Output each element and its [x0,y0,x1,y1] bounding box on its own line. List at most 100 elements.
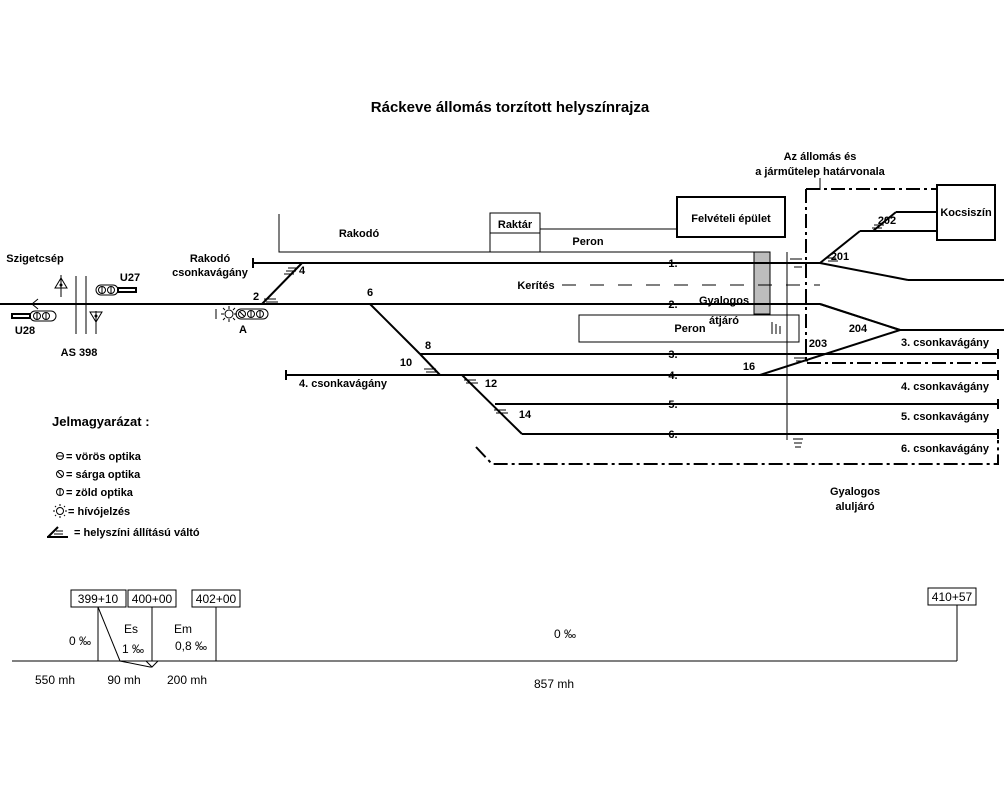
boundary-line-bottom [475,440,999,465]
gradient-3-value: 0,8 ‰ [175,639,207,653]
raktar-label: Raktár [498,219,533,231]
gyalogos-aluljaro-line-1: Gyalogos [830,486,880,498]
distant-signal-triangle-icon [54,275,68,297]
profile-slope-2 [145,660,159,668]
rakodo-csonka-line-2: csonkavágány [172,267,249,279]
siding-4-label: 4. csonkavágány [901,381,990,393]
call-signal-icon [53,504,67,518]
gradient-4-value: 0 ‰ [554,627,576,641]
rakodo-label: Rakodó [339,228,380,240]
gyalogos-aluljaro-line-2: aluljáró [835,501,874,513]
rakodo-platform-outline [278,214,754,253]
legend-item-red: = vörös optika [66,451,142,463]
switch-12-14-connection [461,374,523,435]
switch-marker-10 [424,368,438,373]
track-1-label: 1. [668,258,677,270]
switch-8-label: 8 [425,340,431,352]
legend-item-yellow: = sárga optika [66,469,141,481]
switch-12-label: 12 [485,378,497,390]
gradient-3-length: 200 mh [167,673,207,687]
gyalogos-atjaro-line-2: átjáró [709,315,739,327]
peron-top-label: Peron [572,236,603,248]
switch-4-label: 4 [299,265,306,277]
siding-6-label: 6. csonkavágány [901,443,990,455]
kocsiszin-label: Kocsiszín [940,207,992,219]
switch-202-label: 202 [878,215,896,227]
underpass-stairs-middle [771,322,781,334]
boundary-label-line-1: Az állomás és [784,151,857,163]
switch-2-label: 2 [253,291,259,303]
siding-4-left-label: 4. csonkavágány [299,378,388,390]
boundary-line-right [805,189,1000,364]
siding-5-label: 5. csonkavágány [901,411,990,423]
u27-label: U27 [120,272,140,284]
switch-marker-12 [464,379,478,384]
switch-marker-4 [284,267,298,275]
underpass-stairs-bottom [793,438,803,448]
peron-middle-label: Peron [674,323,705,335]
switch-14-label: 14 [519,409,532,421]
distant-signal-inverted-icon [89,311,103,334]
gradient-4-length: 857 mh [534,677,574,691]
red-optic-icon [56,452,64,460]
profile-slope-1 [97,606,152,668]
chainage-3: 402+00 [196,592,237,606]
entry-signal-a-icon [215,306,269,322]
gradient-2-top: Es [124,622,138,636]
chainage-4: 410+57 [932,590,973,604]
signal-a-label: A [239,324,247,336]
chainage-2: 400+00 [132,592,173,606]
track-1-exit [819,262,909,281]
rakodo-csonka-line-1: Rakodó [190,253,231,265]
szigetcsep-label: Szigetcsép [6,253,64,265]
switch-marker-2 [264,298,278,303]
legend-item-switch: = helyszíni állítású váltó [74,527,200,539]
siding-3-label: 3. csonkavágány [901,337,990,349]
gradient-1-value: 0 ‰ [69,634,91,648]
switch-6-8-connection [369,303,421,355]
pedestrian-crossing [753,251,771,315]
track-6-label: 6. [668,429,677,441]
switch-16-label: 16 [743,361,755,373]
track-2-label: 2. [668,299,677,311]
gradient-3-top: Em [174,622,192,636]
switch-6-label: 6 [367,287,373,299]
gradient-1-length: 550 mh [35,673,75,687]
switch-marker-201 [826,257,838,262]
gyalogos-atjaro-line-1: Gyalogos [699,295,749,307]
kerites-label: Kerítés [517,280,554,292]
track-4-label: 4. [668,370,677,382]
boundary-label-line-2: a járműtelep határvonala [755,166,885,178]
green-optic-icon [56,488,64,496]
switch-marker-14 [494,409,508,414]
gradient-2-length: 90 mh [107,673,140,687]
switch-marker-202 [872,224,884,229]
switch-203-label: 203 [809,338,827,350]
local-switch-icon [47,526,68,538]
yellow-optic-icon [56,470,64,478]
signal-u27-icon [95,284,137,296]
legend-item-call: = hívójelzés [68,506,130,518]
signal-u28-icon [11,310,57,322]
switch-201-label: 201 [831,251,849,263]
direction-arrow-icon [31,298,39,310]
switch-10-label: 10 [400,357,412,369]
chainage-box-4 [927,587,977,606]
track-3-label: 3. [668,349,677,361]
track-5-label: 5. [668,399,677,411]
diagram-title: Ráckeve állomás torzított helyszínrajza [371,99,650,116]
peron-middle [578,314,800,343]
switch-204-label: 204 [849,323,868,335]
switch-16-204-connection [759,329,901,376]
switch-marker-203 [794,357,808,362]
legend-item-green: = zöld optika [66,487,134,499]
gradient-2-value: 1 ‰ [122,642,144,656]
felveteli-label: Felvételi épület [691,213,771,225]
legend-title: Jelmagyarázat : [52,414,150,429]
chainage-1: 399+10 [78,592,119,606]
switch-204-connection [819,303,901,331]
switch-2-4-connection [261,262,303,305]
felveteli-epulet [676,196,786,238]
as398-label: AS 398 [61,347,98,359]
